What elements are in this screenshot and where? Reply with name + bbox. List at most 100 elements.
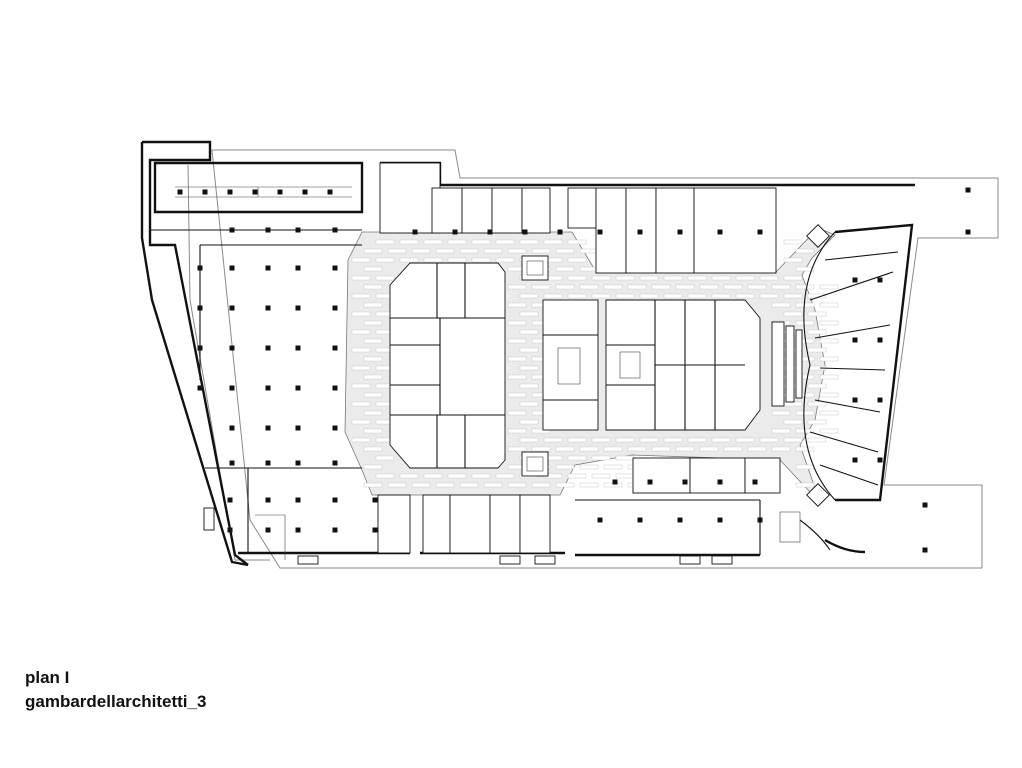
paving-tile: [519, 329, 539, 335]
paving-tile: [351, 383, 371, 389]
paving-tile: [471, 239, 491, 245]
top-row-shops: [379, 162, 777, 274]
column-dot: [332, 227, 338, 233]
column-dot: [922, 547, 928, 553]
column-dot: [612, 479, 618, 485]
paving-tile: [411, 482, 431, 488]
column-dot: [757, 229, 763, 235]
paving-tile: [423, 239, 443, 245]
column-dot: [557, 229, 563, 235]
paving-tile: [771, 284, 791, 290]
paving-tile: [627, 446, 647, 452]
paving-tile: [639, 437, 659, 443]
paving-tile: [807, 437, 827, 443]
paving-tile: [819, 410, 839, 416]
paving-tile: [579, 464, 599, 470]
column-dot: [965, 229, 971, 235]
paving-tile: [375, 455, 395, 461]
column-dot: [295, 305, 301, 311]
paving-tile: [531, 446, 551, 452]
paving-tile: [795, 248, 815, 254]
paving-tile: [783, 257, 803, 263]
paving-tile: [603, 284, 623, 290]
paving-tile: [759, 437, 779, 443]
paving-tile: [435, 482, 455, 488]
paving-tile: [615, 473, 635, 479]
paving-tile: [375, 275, 395, 281]
paving-tile: [399, 473, 419, 479]
paving-tile: [519, 311, 539, 317]
paving-tile: [543, 239, 563, 245]
column-dot: [295, 497, 301, 503]
paving-tile: [783, 437, 803, 443]
paving-tile: [351, 311, 371, 317]
paving-tile: [783, 239, 803, 245]
paving-tile: [363, 302, 383, 308]
paving-tile: [771, 446, 791, 452]
paving-tile: [579, 266, 599, 272]
paving-tile: [507, 248, 527, 254]
paving-tile: [615, 293, 635, 299]
paving-tile: [483, 248, 503, 254]
column-dot: [265, 227, 271, 233]
paving-tile: [591, 293, 611, 299]
paving-tile: [615, 275, 635, 281]
paving-tile: [687, 437, 707, 443]
paving-tile: [363, 248, 383, 254]
column-dot: [229, 227, 235, 233]
column-dot: [252, 189, 258, 195]
plan-subtitle: gambardellarchitetti_3: [25, 692, 207, 711]
column-dot: [265, 265, 271, 271]
column-dot: [202, 189, 208, 195]
paving-tile: [399, 239, 419, 245]
paving-tile: [351, 437, 371, 443]
paving-tile: [807, 329, 827, 335]
paving-tile: [675, 446, 695, 452]
paving-tile: [519, 293, 539, 299]
paving-tile: [639, 275, 659, 281]
paving-tile: [447, 239, 467, 245]
column-dot: [295, 425, 301, 431]
paving-tile: [447, 473, 467, 479]
paving-tile: [819, 374, 839, 380]
paving-tile: [555, 464, 575, 470]
column-dot: [852, 457, 858, 463]
column-dot: [265, 385, 271, 391]
column-dot: [637, 229, 643, 235]
paving-tile: [351, 257, 371, 263]
paving-tile: [555, 248, 575, 254]
paving-tile: [795, 446, 815, 452]
paving-tile: [675, 284, 695, 290]
escalator: [771, 321, 803, 407]
column-dot: [332, 497, 338, 503]
paving-tile: [615, 455, 635, 461]
paving-tile: [483, 482, 503, 488]
paving-tile: [567, 437, 587, 443]
column-dot: [852, 337, 858, 343]
paving-tile: [603, 464, 623, 470]
column-dot: [677, 229, 683, 235]
paving-tile: [507, 338, 527, 344]
paving-tile: [507, 392, 527, 398]
paving-tile: [495, 257, 515, 263]
paving-tile: [663, 293, 683, 299]
paving-tile: [663, 275, 683, 281]
paving-tile: [591, 473, 611, 479]
column-dot: [295, 227, 301, 233]
column-dot: [752, 479, 758, 485]
column-dot: [922, 502, 928, 508]
bottom-row-shops: [377, 457, 801, 555]
central-island: [542, 299, 761, 431]
paving-tile: [579, 284, 599, 290]
column-dot: [327, 189, 333, 195]
column-dot: [332, 425, 338, 431]
paving-tile: [759, 293, 779, 299]
column-dot: [265, 527, 271, 533]
paving-tile: [363, 320, 383, 326]
paving-tile: [603, 446, 623, 452]
paving-tile: [699, 284, 719, 290]
entrance-doors: [203, 507, 733, 565]
plan-title: plan I: [25, 668, 70, 687]
paving-tile: [567, 473, 587, 479]
paving-tile: [375, 239, 395, 245]
